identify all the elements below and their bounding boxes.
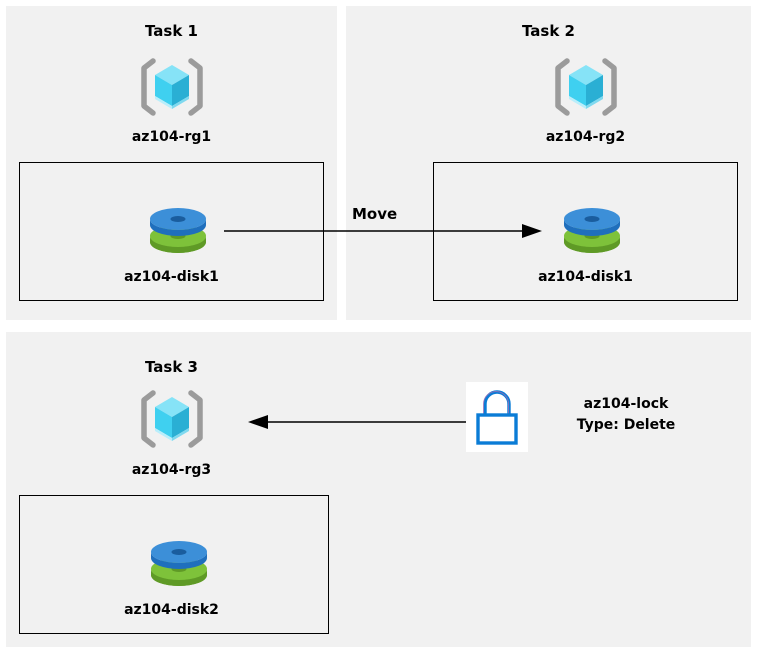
resource-group-cube-icon <box>139 388 205 450</box>
panel-task-1: Task 1 az104-rg1 <box>6 6 337 320</box>
move-arrow-connector <box>222 221 544 241</box>
task-2-title: Task 2 <box>522 22 575 40</box>
panel-task-3: Task 3 az104-rg3 <box>6 332 751 647</box>
disk-2-label: az104-disk1 <box>538 269 633 285</box>
resource-group-2-label: az104-rg2 <box>545 129 626 145</box>
lock-caption: az104-lock Type: Delete <box>536 394 716 436</box>
move-arrow-label: Move <box>352 205 398 223</box>
lock-name: az104-lock <box>583 396 669 412</box>
managed-disk-icon <box>148 535 210 593</box>
disk-3-label: az104-disk2 <box>124 602 219 618</box>
managed-disk-icon <box>561 202 623 260</box>
panel-task-2: Task 2 az104-rg2 <box>346 6 751 320</box>
task-3-title: Task 3 <box>145 358 198 376</box>
lock-arrow-connector <box>236 412 486 432</box>
resource-group-cube-icon <box>139 56 205 118</box>
resource-group-cube-icon <box>553 56 619 118</box>
lock-type: Type: Delete <box>576 417 676 433</box>
managed-disk-icon <box>147 202 209 260</box>
padlock-icon <box>476 390 518 445</box>
resource-group-3-boundary <box>19 495 329 634</box>
resource-group-1-label: az104-rg1 <box>131 129 212 145</box>
disk-1-label: az104-disk1 <box>124 269 219 285</box>
task-1-title: Task 1 <box>145 22 198 40</box>
lock-tile <box>466 382 528 452</box>
resource-group-3-label: az104-rg3 <box>131 462 212 478</box>
